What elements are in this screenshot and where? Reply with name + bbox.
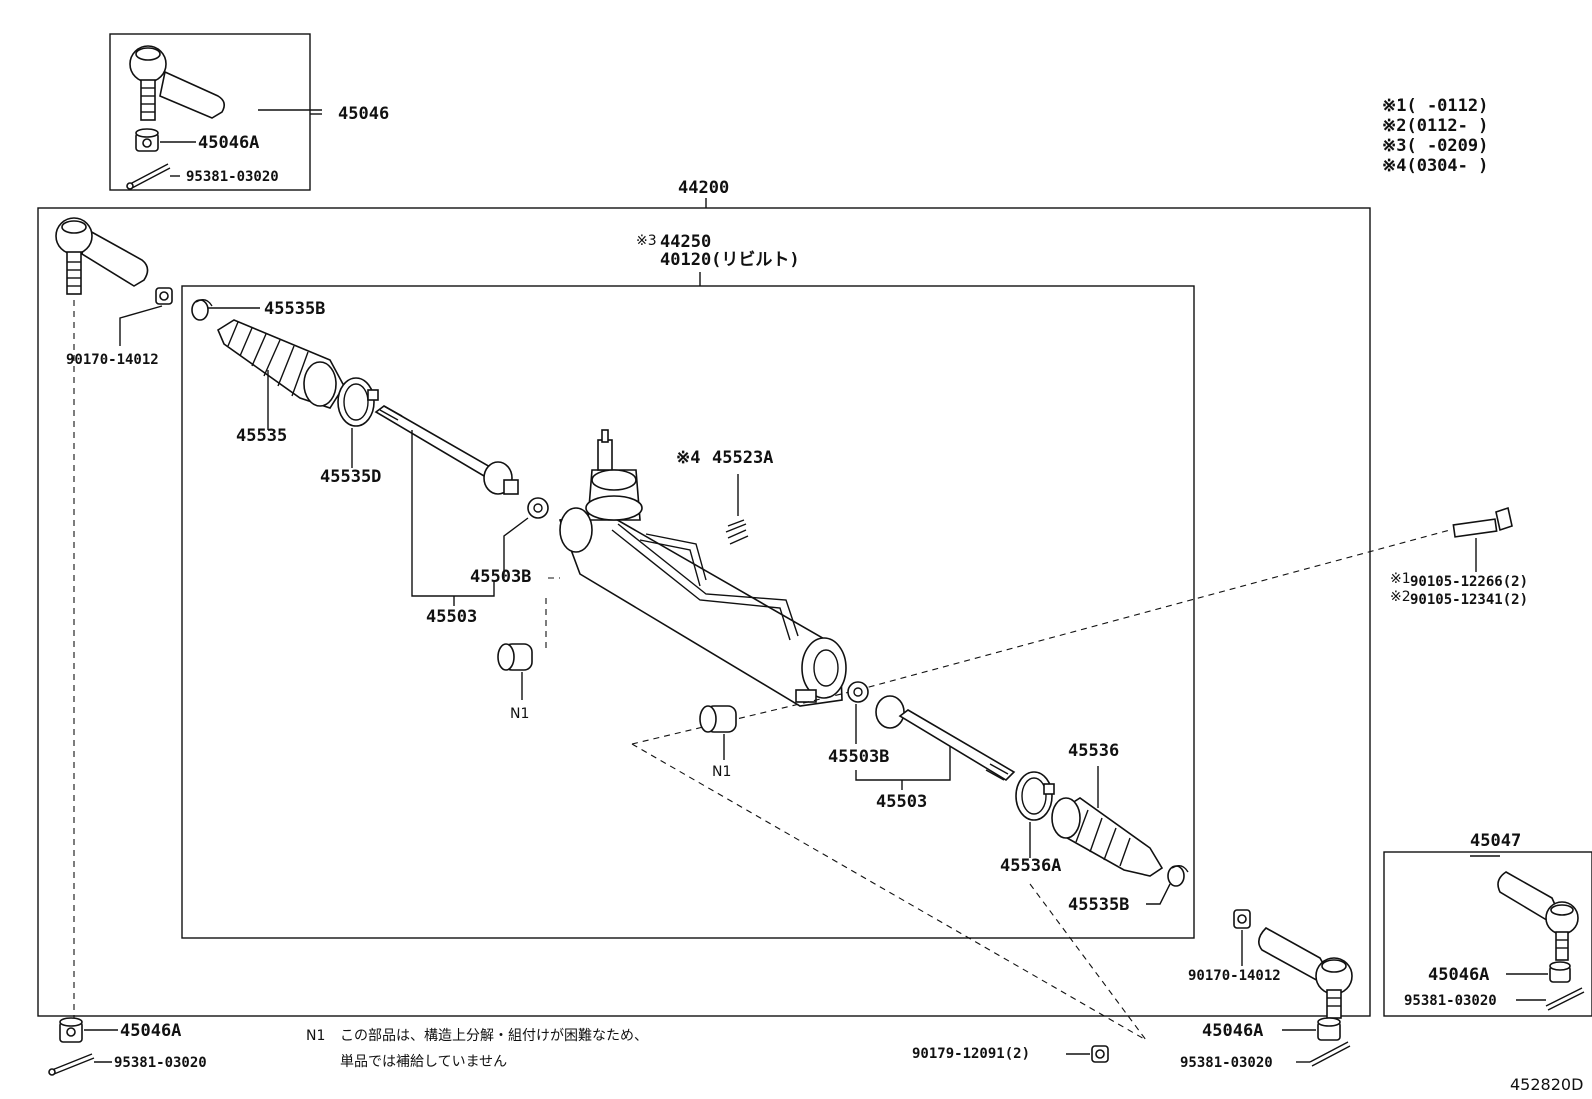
label-90170-right: 90170-14012: [1188, 968, 1281, 984]
tie-rod-end-kit-box-top: [109, 33, 311, 191]
boot-clamp-bottom-icon: [1167, 865, 1189, 887]
nut-bottom-mid-icon: [1091, 1045, 1109, 1063]
label-95381-top: 95381-03020: [186, 169, 279, 185]
castle-nut-right-icon: [1549, 961, 1571, 983]
castle-nut-top-icon: [135, 128, 159, 152]
legend-line-2: ※2(0112- ): [1382, 116, 1488, 136]
label-44200: 44200: [678, 178, 729, 198]
label-45535: 45535: [236, 426, 287, 446]
boot-left-icon: [216, 319, 345, 409]
nut-right-icon: [1233, 909, 1251, 929]
bushing-left-icon: [497, 643, 533, 671]
label-45046a-top: 45046A: [198, 133, 259, 153]
claw-washer-right-icon: [847, 681, 869, 703]
castle-nut-bottom-mid-icon: [1317, 1017, 1341, 1041]
tie-rod-end-top-icon: [129, 45, 226, 121]
cotter-pin-bottom-left-icon: [48, 1053, 95, 1076]
label-90105-b: 90105-12341(2): [1410, 592, 1528, 608]
tie-rod-end-kit-box-right: [1383, 851, 1592, 1017]
mark-45523a: ※4: [676, 448, 700, 468]
mark-90105-a: ※1: [1390, 571, 1411, 587]
tie-rod-left-icon: [374, 405, 519, 495]
label-90170-left: 90170-14012: [66, 352, 159, 368]
boot-band-right-icon: [1015, 771, 1055, 821]
label-95381-bottom-mid: 95381-03020: [1180, 1055, 1273, 1071]
label-45047: 45047: [1470, 831, 1521, 851]
mark-44250: ※3: [636, 233, 657, 249]
claw-washer-left-icon: [527, 497, 549, 519]
note-line-2: 単品では補給していません: [340, 1054, 507, 1070]
tie-rod-end-right-icon: [1258, 927, 1353, 1019]
boot-clamp-top-icon: [191, 299, 213, 321]
label-40120: 40120(リビルト): [660, 250, 800, 270]
boot-right-icon: [1051, 797, 1164, 877]
label-44250: 44250: [660, 232, 711, 252]
tie-rod-end-left-icon: [55, 217, 149, 295]
diagram-id: 452820D: [1510, 1075, 1583, 1094]
steering-rack-housing-icon: [558, 429, 847, 707]
gear-assembly-box: [37, 207, 1371, 1017]
mark-90105-b: ※2: [1390, 589, 1411, 605]
note-tag-n1: N1: [306, 1028, 325, 1044]
label-95381-right: 95381-03020: [1404, 993, 1497, 1009]
legend-line-3: ※3( -0209): [1382, 136, 1488, 156]
tie-rod-end-kit-right-icon: [1497, 871, 1579, 961]
label-45503-right: 45503: [876, 792, 927, 812]
bolt-icon: [1452, 506, 1513, 538]
cotter-pin-top-icon: [126, 163, 171, 190]
cotter-pin-right-icon: [1545, 987, 1585, 1011]
label-45503b-right: 45503B: [828, 747, 889, 767]
bushing-mid-icon: [699, 705, 737, 733]
label-n1-mid: N1: [712, 764, 731, 780]
boot-band-left-icon: [337, 377, 379, 427]
label-45046a-bottom-mid: 45046A: [1202, 1021, 1263, 1041]
label-45046: 45046: [338, 104, 389, 124]
label-90105-a: 90105-12266(2): [1410, 574, 1528, 590]
label-45046a-bottom-left: 45046A: [120, 1021, 181, 1041]
spring-icon: [725, 519, 749, 545]
label-45503b-left: 45503B: [470, 567, 531, 587]
label-45523a: 45523A: [712, 448, 773, 468]
rack-sub-assembly-box: [181, 285, 1195, 939]
label-45535b-bottom: 45535B: [1068, 895, 1129, 915]
label-95381-bottom-left: 95381-03020: [114, 1055, 207, 1071]
label-90179: 90179-12091(2): [912, 1046, 1030, 1062]
label-45503-left: 45503: [426, 607, 477, 627]
nut-left-icon: [155, 287, 173, 305]
label-45535d: 45535D: [320, 467, 381, 487]
label-n1-left: N1: [510, 706, 529, 722]
label-45536: 45536: [1068, 741, 1119, 761]
label-45046a-right: 45046A: [1428, 965, 1489, 985]
tie-rod-right-icon: [875, 695, 1016, 782]
cotter-pin-bottom-mid-icon: [1309, 1041, 1351, 1067]
label-45535b-top: 45535B: [264, 299, 325, 319]
legend-line-4: ※4(0304- ): [1382, 156, 1488, 176]
legend-line-1: ※1( -0112): [1382, 96, 1488, 116]
note-line-1: この部品は、構造上分解・組付けが困難なため、: [340, 1028, 648, 1044]
castle-nut-bottom-left-icon: [59, 1017, 83, 1043]
label-45536a: 45536A: [1000, 856, 1061, 876]
